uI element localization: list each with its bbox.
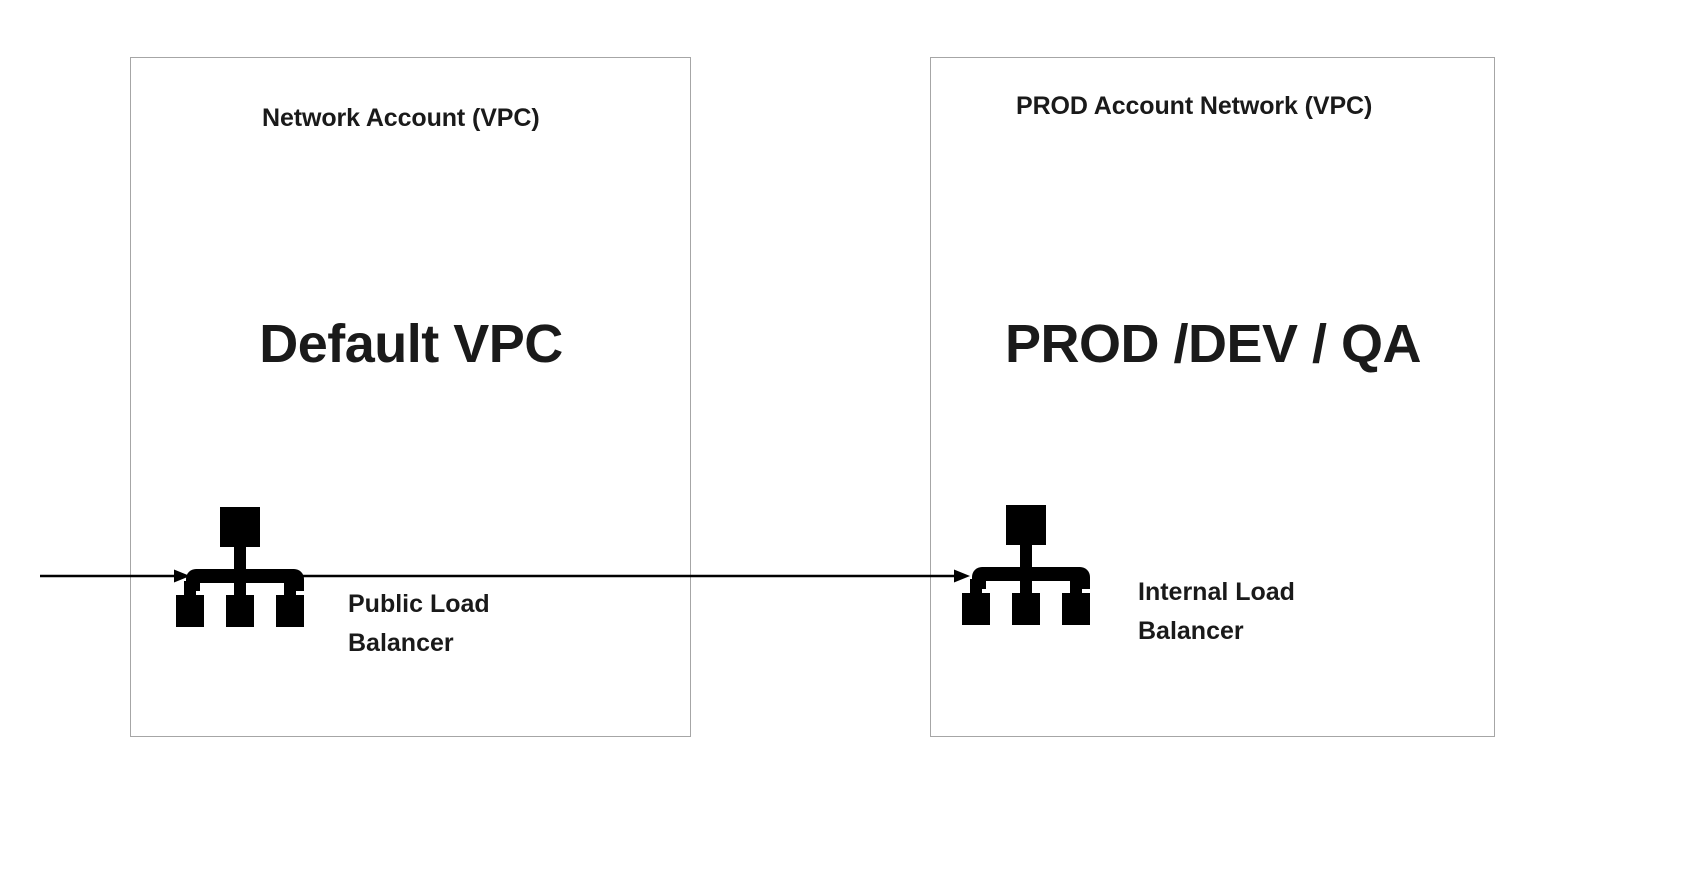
load-balancer-icon — [962, 505, 1090, 625]
vpc-box-prod-account-title: PROD /DEV / QA — [1004, 314, 1422, 374]
vpc-box-network-account-title: Default VPC — [259, 314, 563, 374]
vpc-box-prod-account-header: PROD Account Network (VPC) — [1016, 92, 1373, 120]
internal-load-balancer-label: Internal Load Balancer — [1138, 578, 1295, 645]
cross-vpc-arrow — [298, 569, 970, 583]
ingress-arrow — [40, 569, 190, 583]
vpc-box-network-account-header: Network Account (VPC) — [262, 104, 540, 132]
vpc-box-network-account[interactable]: Network Account (VPC) Default VPC — [130, 57, 691, 737]
public-load-balancer-label: Public Load Balancer — [348, 590, 490, 657]
load-balancer-icon — [176, 507, 304, 627]
